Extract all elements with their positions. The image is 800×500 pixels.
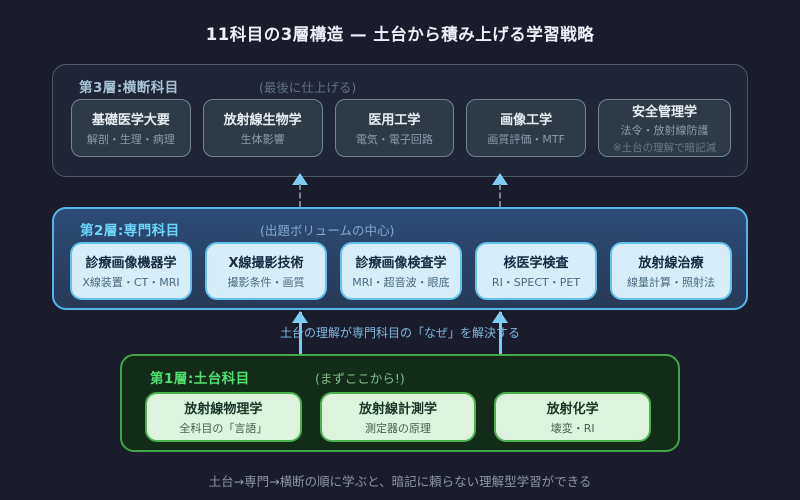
subject-box-radiation-biology: 放射線生物学 生体影響 <box>202 99 323 157</box>
layer1-note: (まずここから!) <box>315 371 405 386</box>
subject-title: 画像工学 <box>500 113 553 128</box>
arrow-up-icon <box>492 311 508 323</box>
subject-title: 放射化学 <box>546 402 599 417</box>
layer1-panel: 第1層:土台科目 (まずここから!) 放射線物理学 全科目の「言語」 放射線計測… <box>120 354 680 452</box>
subject-subtitle-note: ※土台の理解で暗記減 <box>612 142 717 154</box>
subject-box-radiation-physics: 放射線物理学 全科目の「言語」 <box>145 392 302 442</box>
subject-subtitle: 解剖・生理・病理 <box>86 133 175 146</box>
subject-box-radiotherapy: 放射線治療 線量計算・照射法 <box>610 242 732 300</box>
subject-subtitle: 測定器の原理 <box>365 422 431 435</box>
subject-subtitle: 生体影響 <box>240 133 285 146</box>
subject-box-medical-engineering: 医用工学 電気・電子回路 <box>334 99 455 157</box>
subject-box-xray-technique: X線撮影技術 撮影条件・画質 <box>205 242 327 300</box>
subject-title: 基礎医学大要 <box>91 113 170 128</box>
subject-subtitle: 撮影条件・画質 <box>227 276 305 289</box>
arrow-up-icon <box>492 173 508 185</box>
subject-title: 医用工学 <box>368 113 421 128</box>
subject-subtitle: 壊変・RI <box>550 422 595 435</box>
arrow-up-icon <box>292 173 308 185</box>
subject-title: 診療画像検査学 <box>355 256 447 271</box>
dashed-connector-line <box>299 184 301 207</box>
dashed-connector-line <box>499 184 501 207</box>
subject-title: 診療画像機器学 <box>85 256 177 271</box>
layer1-box-row: 放射線物理学 全科目の「言語」 放射線計測学 測定器の原理 放射化学 壊変・RI <box>145 392 652 442</box>
layer2-note: (出題ボリュームの中心) <box>260 223 395 238</box>
subject-title: 放射線治療 <box>638 256 704 271</box>
subject-box-radiochemistry: 放射化学 壊変・RI <box>494 392 652 442</box>
subject-subtitle: MRI・超音波・眼底 <box>352 276 450 289</box>
subject-subtitle: RI・SPECT・PET <box>491 276 581 289</box>
connector-annotation: 土台の理解が専門科目の「なぜ」を解決する <box>279 326 520 340</box>
solid-connector-line <box>499 312 502 354</box>
subject-box-image-engineering: 画像工学 画質評価・MTF <box>466 99 587 157</box>
layer3-box-row: 基礎医学大要 解剖・生理・病理 放射線生物学 生体影響 医用工学 電気・電子回路… <box>71 99 731 157</box>
subject-title: 安全管理学 <box>632 105 698 120</box>
subject-title: 放射線物理学 <box>184 402 263 417</box>
subject-subtitle: X線装置・CT・MRI <box>82 276 180 289</box>
layer2-panel: 第2層:専門科目 (出題ボリュームの中心) 診療画像機器学 X線装置・CT・MR… <box>52 207 748 310</box>
subject-box-nuclear-medicine: 核医学検査 RI・SPECT・PET <box>475 242 597 300</box>
footer-annotation: 土台→専門→横断の順に学ぶと、暗記に頼らない理解型学習ができる <box>208 474 592 489</box>
subject-box-safety-management: 安全管理学 法令・放射線防護 ※土台の理解で暗記減 <box>598 99 731 157</box>
subject-box-imaging-equipment: 診療画像機器学 X線装置・CT・MRI <box>70 242 192 300</box>
subject-title: 放射線計測学 <box>359 402 438 417</box>
layer2-heading: 第2層:専門科目 <box>80 223 180 239</box>
layer3-note: (最後に仕上げる) <box>259 80 357 95</box>
arrow-up-icon <box>292 311 308 323</box>
layer2-box-row: 診療画像機器学 X線装置・CT・MRI X線撮影技術 撮影条件・画質 診療画像検… <box>70 242 732 300</box>
subject-subtitle: 法令・放射線防護 <box>620 124 709 137</box>
layer3-panel: 第3層:横断科目 (最後に仕上げる) 基礎医学大要 解剖・生理・病理 放射線生物… <box>52 64 748 177</box>
subject-title: 核医学検査 <box>503 256 569 271</box>
subject-title: X線撮影技術 <box>228 256 304 271</box>
subject-box-basic-medicine: 基礎医学大要 解剖・生理・病理 <box>71 99 191 157</box>
subject-subtitle: 画質評価・MTF <box>487 133 565 146</box>
subject-subtitle: 電気・電子回路 <box>355 133 433 146</box>
layer3-heading: 第3層:横断科目 <box>79 80 179 96</box>
subject-subtitle: 全科目の「言語」 <box>179 422 268 435</box>
subject-box-radiation-measurement: 放射線計測学 測定器の原理 <box>319 392 477 442</box>
subject-title: 放射線生物学 <box>223 113 302 128</box>
solid-connector-line <box>299 312 302 354</box>
layer1-heading: 第1層:土台科目 <box>150 371 250 387</box>
subject-box-imaging-examination: 診療画像検査学 MRI・超音波・眼底 <box>340 242 462 300</box>
page-title: 11科目の3層構造 — 土台から積み上げる学習戦略 <box>205 25 595 44</box>
subject-subtitle: 線量計算・照射法 <box>627 276 715 289</box>
